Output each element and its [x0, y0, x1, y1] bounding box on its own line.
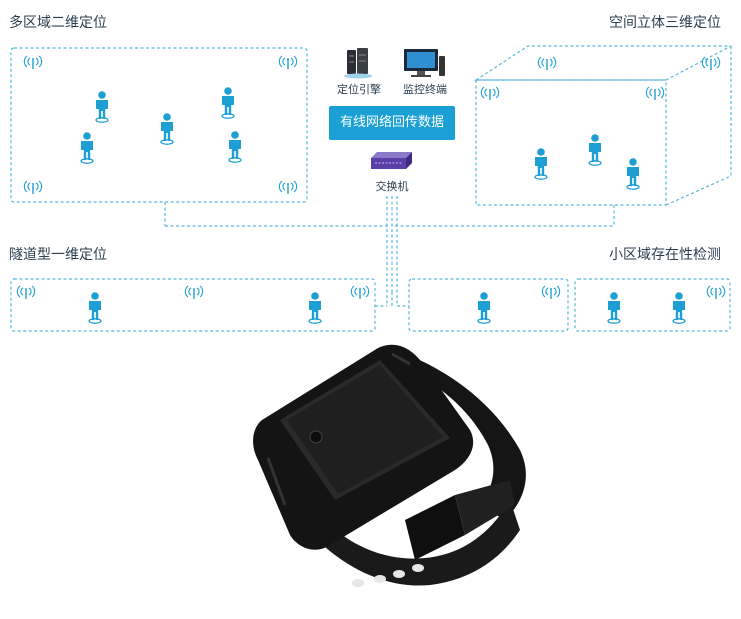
engine-label: 定位引擎: [337, 83, 381, 96]
monitor-label: 监控终端: [403, 83, 447, 96]
server-icon: [344, 48, 372, 79]
monitor-icon: [404, 49, 445, 77]
switch-icon: [371, 152, 412, 169]
switch-label: 交换机: [375, 180, 409, 193]
network-backhaul-box: 有线网络回传数据: [329, 106, 455, 140]
title-3d-space: 空间立体三维定位: [609, 15, 721, 31]
title-presence-detection: 小区域存在性检测: [609, 247, 721, 263]
zone-presence-2: [574, 278, 731, 332]
title-multi-area-2d: 多区域二维定位: [9, 15, 107, 31]
title-tunnel-1d: 隧道型一维定位: [9, 247, 107, 263]
zone-tunnel: [10, 278, 376, 332]
zone-multi-area: [10, 47, 308, 203]
zone-3d-top: [473, 45, 732, 81]
zone-3d-front: [475, 79, 667, 206]
wristband-device-image: [253, 344, 526, 587]
